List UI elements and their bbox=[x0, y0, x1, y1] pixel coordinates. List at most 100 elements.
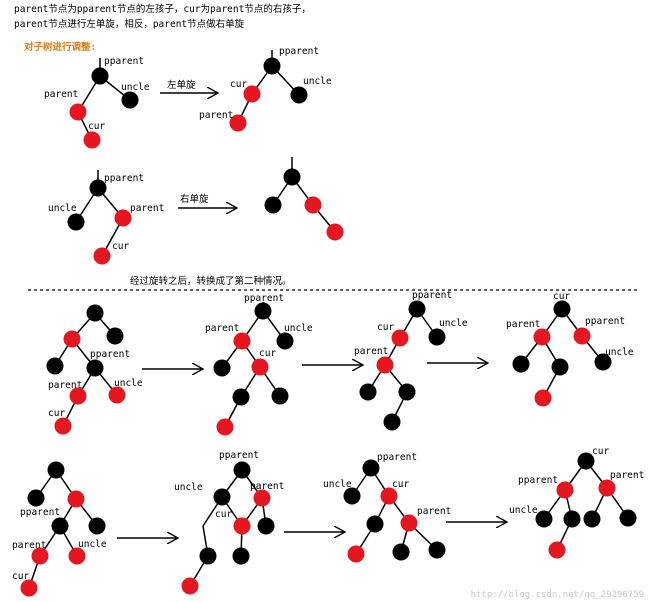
label-parent: parent bbox=[610, 470, 644, 481]
node-red bbox=[533, 328, 551, 346]
node-black bbox=[553, 300, 571, 318]
tree-4-2: pparent uncle parent cur bbox=[174, 450, 284, 595]
node-black bbox=[343, 487, 361, 505]
label-pparent: pparent bbox=[104, 56, 144, 67]
tree-3-3: pparent uncle cur parent bbox=[354, 290, 468, 431]
label-uncle: uncle bbox=[509, 505, 538, 516]
label-cur: cur bbox=[112, 241, 129, 252]
node-red bbox=[20, 579, 38, 597]
node-red bbox=[400, 514, 418, 532]
label-pparent: pparent bbox=[585, 316, 625, 327]
node-black bbox=[199, 547, 217, 565]
label-cur: cur bbox=[48, 408, 65, 419]
label-cur: cur bbox=[259, 348, 276, 359]
node-black bbox=[392, 543, 410, 561]
label-cur: cur bbox=[377, 322, 394, 333]
node-black bbox=[27, 489, 45, 507]
label-rotate-left: 左单旋 bbox=[167, 79, 196, 91]
rotation-note: 经过旋转之后，转换成了第二种情况。 bbox=[130, 276, 292, 287]
tree-4-3: pparent uncle cur parent bbox=[323, 452, 451, 563]
node-red bbox=[83, 131, 101, 149]
label-pparent: pparent bbox=[412, 290, 452, 301]
node-red bbox=[69, 103, 87, 121]
node-black bbox=[86, 359, 104, 377]
node-black bbox=[383, 413, 401, 431]
node-red bbox=[233, 332, 251, 350]
node-red bbox=[548, 541, 566, 559]
label-rotate-right: 右单旋 bbox=[180, 193, 209, 205]
label-pparent: pparent bbox=[104, 173, 144, 184]
label-pparent: pparent bbox=[279, 46, 319, 57]
node-black bbox=[563, 510, 581, 528]
node-black bbox=[47, 461, 65, 479]
node-red bbox=[54, 417, 72, 435]
node-red bbox=[67, 490, 85, 508]
node-red bbox=[216, 418, 234, 436]
label-pparent: pparent bbox=[219, 450, 259, 461]
node-black bbox=[86, 304, 104, 322]
label-cur: cur bbox=[592, 446, 609, 457]
node-black bbox=[257, 517, 275, 535]
node-black bbox=[283, 168, 301, 186]
node-red bbox=[253, 489, 271, 507]
node-red bbox=[573, 327, 591, 345]
label-parent: parent bbox=[12, 540, 46, 551]
node-black bbox=[535, 510, 553, 528]
node-red bbox=[181, 577, 199, 595]
node-black bbox=[408, 300, 426, 318]
node-black bbox=[106, 327, 124, 345]
node-black bbox=[91, 67, 109, 85]
label-pparent: pparent bbox=[518, 475, 558, 486]
node-red bbox=[108, 386, 126, 404]
label-cur: cur bbox=[215, 509, 232, 520]
node-red bbox=[229, 114, 247, 132]
intro-line-2: parent节点进行左单旋，相反，parent节点做右单旋 bbox=[14, 19, 245, 30]
node-black bbox=[89, 179, 107, 197]
node-black bbox=[213, 488, 231, 506]
tree-4-4: cur parent pparent uncle bbox=[509, 446, 644, 559]
node-black bbox=[362, 459, 380, 477]
label-cur: cur bbox=[230, 79, 247, 90]
node-red bbox=[69, 387, 87, 405]
row-4-sequence: pparent parent uncle cur pparent unc bbox=[12, 446, 644, 597]
label-uncle: uncle bbox=[114, 378, 143, 389]
tree-3-1: pparent parent uncle cur bbox=[46, 304, 143, 435]
node-red bbox=[556, 481, 574, 499]
label-parent: parent bbox=[130, 203, 164, 214]
node-red bbox=[93, 247, 111, 265]
label-uncle: uncle bbox=[48, 203, 77, 214]
node-red bbox=[63, 330, 81, 348]
node-black bbox=[232, 388, 250, 406]
section-title: 对子树进行调整: bbox=[24, 42, 97, 53]
node-red bbox=[376, 356, 394, 374]
label-parent: parent bbox=[417, 506, 451, 517]
label-pparent: pparent bbox=[244, 293, 284, 304]
label-cur: cur bbox=[553, 291, 570, 302]
node-black bbox=[276, 332, 294, 350]
node-black bbox=[51, 517, 69, 535]
node-black bbox=[512, 355, 530, 373]
node-red bbox=[304, 196, 322, 214]
label-parent: parent bbox=[44, 89, 78, 100]
node-black bbox=[121, 91, 139, 109]
tree-b-before: pparent uncle parent cur bbox=[48, 170, 164, 265]
tree-4-1: pparent parent uncle cur bbox=[12, 461, 107, 597]
label-parent: parent bbox=[199, 110, 233, 121]
label-cur: cur bbox=[88, 121, 105, 132]
label-uncle: uncle bbox=[323, 479, 352, 490]
label-pparent: pparent bbox=[377, 452, 417, 463]
label-parent: parent bbox=[205, 323, 239, 334]
node-red bbox=[391, 329, 409, 347]
node-red bbox=[598, 479, 616, 497]
watermark: http://blog.csdn.net/qq_29290759 bbox=[470, 590, 644, 600]
label-parent: parent bbox=[506, 319, 540, 330]
node-black bbox=[583, 510, 601, 528]
node-black bbox=[366, 515, 384, 533]
label-parent: parent bbox=[250, 481, 284, 492]
node-black bbox=[577, 452, 595, 470]
label-uncle: uncle bbox=[78, 539, 107, 550]
node-black bbox=[67, 213, 85, 231]
node-black bbox=[271, 387, 289, 405]
label-uncle: uncle bbox=[284, 323, 313, 334]
intro-line-1: parent节点为pparent节点的左孩子，cur为parent节点的右孩子， bbox=[14, 4, 311, 15]
